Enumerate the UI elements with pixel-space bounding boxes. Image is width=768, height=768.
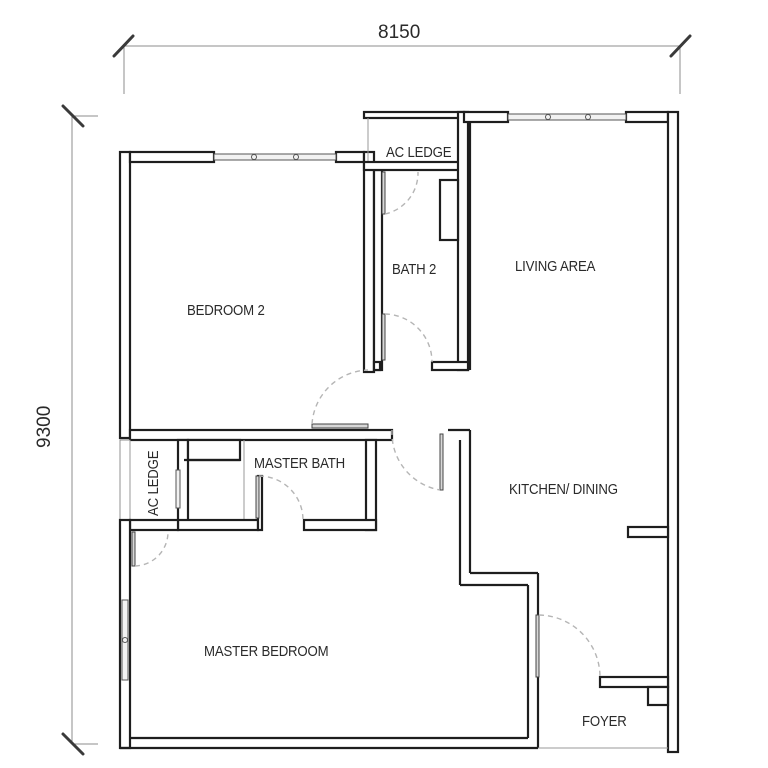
room-label-foyer: FOYER (582, 713, 627, 730)
room-label-living-area: LIVING AREA (515, 258, 596, 275)
room-label-ac-ledge-top: AC LEDGE (386, 144, 452, 161)
room-label-master-bedroom: MASTER BEDROOM (204, 643, 329, 660)
room-label-bath-2: BATH 2 (392, 261, 437, 278)
room-label-master-bath: MASTER BATH (254, 455, 345, 472)
windows (121, 113, 627, 681)
height-dimension (61, 104, 98, 756)
room-label-kitchen-dining: KITCHEN/ DINING (509, 481, 618, 498)
doors (131, 171, 601, 678)
height-dimension-label: 9300 (34, 405, 55, 448)
room-label-bedroom-2: BEDROOM 2 (187, 302, 265, 319)
room-label-ac-ledge-side: AC LEDGE (145, 450, 162, 516)
width-dimension-label: 8150 (378, 22, 421, 43)
width-dimension (112, 34, 692, 94)
